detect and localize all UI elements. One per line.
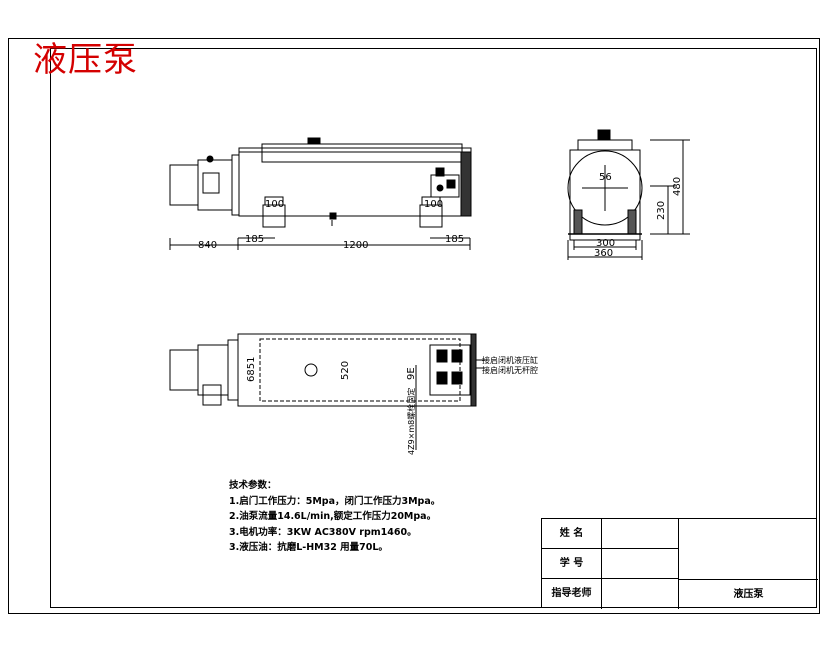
tb-cell-advisor — [602, 579, 679, 609]
stamp-title: 液压泵 — [33, 40, 138, 80]
tech-line-2: 2.油泵流量14.6L/min,额定工作压力20Mpa。 — [229, 511, 437, 522]
tb-row-id: 学 号 — [542, 549, 679, 579]
technical-parameters: 技术参数： 1.启门工作压力：5Mpa，闭门工作压力3Mpa。 2.油泵流量14… — [229, 478, 440, 556]
tb-cell-id — [602, 549, 679, 579]
dim-100-right: 100 — [424, 199, 443, 210]
dim-360: 360 — [594, 248, 613, 259]
dim-top-left: 6851 — [246, 357, 257, 382]
dim-300: 300 — [596, 238, 615, 249]
side-view — [567, 129, 690, 260]
valve-note-2: 接启闭机无杆腔 — [482, 365, 538, 375]
valve-note-1: 接启闭机液压缸 — [482, 355, 538, 365]
front-view — [169, 137, 472, 250]
dim-100-left: 100 — [265, 199, 284, 210]
tb-label-id: 学 号 — [542, 549, 602, 579]
tech-line-1: 1.启门工作压力：5Mpa，闭门工作压力3Mpa。 — [229, 495, 441, 507]
tank-lid — [261, 143, 463, 163]
tb-right-blank — [679, 519, 818, 579]
title-block: 姓 名 学 号 指导老师 液压泵 — [541, 518, 818, 609]
drawing-frame — [8, 38, 820, 614]
tank-circle — [567, 150, 643, 226]
tb-row-name: 姓 名 — [542, 519, 679, 549]
dim-185-left: 185 — [245, 234, 264, 245]
tech-title: 技术参数： — [229, 480, 277, 491]
dim-185-right: 185 — [445, 234, 464, 245]
dim-1200: 1200 — [343, 240, 368, 251]
tech-line-3: 3.电机功率：3KW AC380V rpm1460。 — [229, 526, 417, 538]
tb-cell-name — [602, 519, 679, 549]
dim-230: 230 — [656, 201, 667, 220]
dim-56: 56 — [599, 172, 612, 183]
top-view — [169, 333, 485, 450]
dim-840: 840 — [198, 240, 217, 251]
tb-drawing-title: 液压泵 — [679, 579, 818, 609]
dim-top-right-note: 9E — [406, 367, 417, 380]
tb-label-advisor: 指导老师 — [542, 579, 602, 609]
dim-520: 520 — [340, 361, 351, 380]
motor-fan-cover — [169, 164, 199, 206]
tech-line-4: 3.液压油：抗磨L-HM32 用量70L。 — [229, 542, 388, 553]
tb-row-advisor: 指导老师 — [542, 579, 679, 609]
drawing-border — [50, 48, 817, 608]
tb-label-name: 姓 名 — [542, 519, 602, 549]
bolt-note: 4Z9×m8螺栓固定 — [406, 388, 416, 455]
dim-480: 480 — [672, 177, 683, 196]
